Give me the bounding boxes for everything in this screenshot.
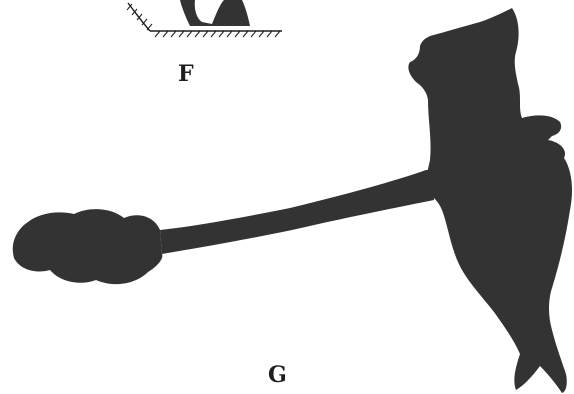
figure-g-body xyxy=(408,8,572,393)
figure-g-stalk xyxy=(160,170,434,254)
figure-g-label: G xyxy=(268,362,287,388)
figure-f-ground-curve xyxy=(128,3,150,31)
figure-f-silhouette xyxy=(180,0,250,26)
figure-f: F xyxy=(127,0,282,87)
figure-f-ground-hatching xyxy=(127,4,280,37)
figure-f-label: F xyxy=(178,61,194,87)
figure-g: G xyxy=(13,8,572,393)
figure-g-root-bulb xyxy=(13,209,163,284)
